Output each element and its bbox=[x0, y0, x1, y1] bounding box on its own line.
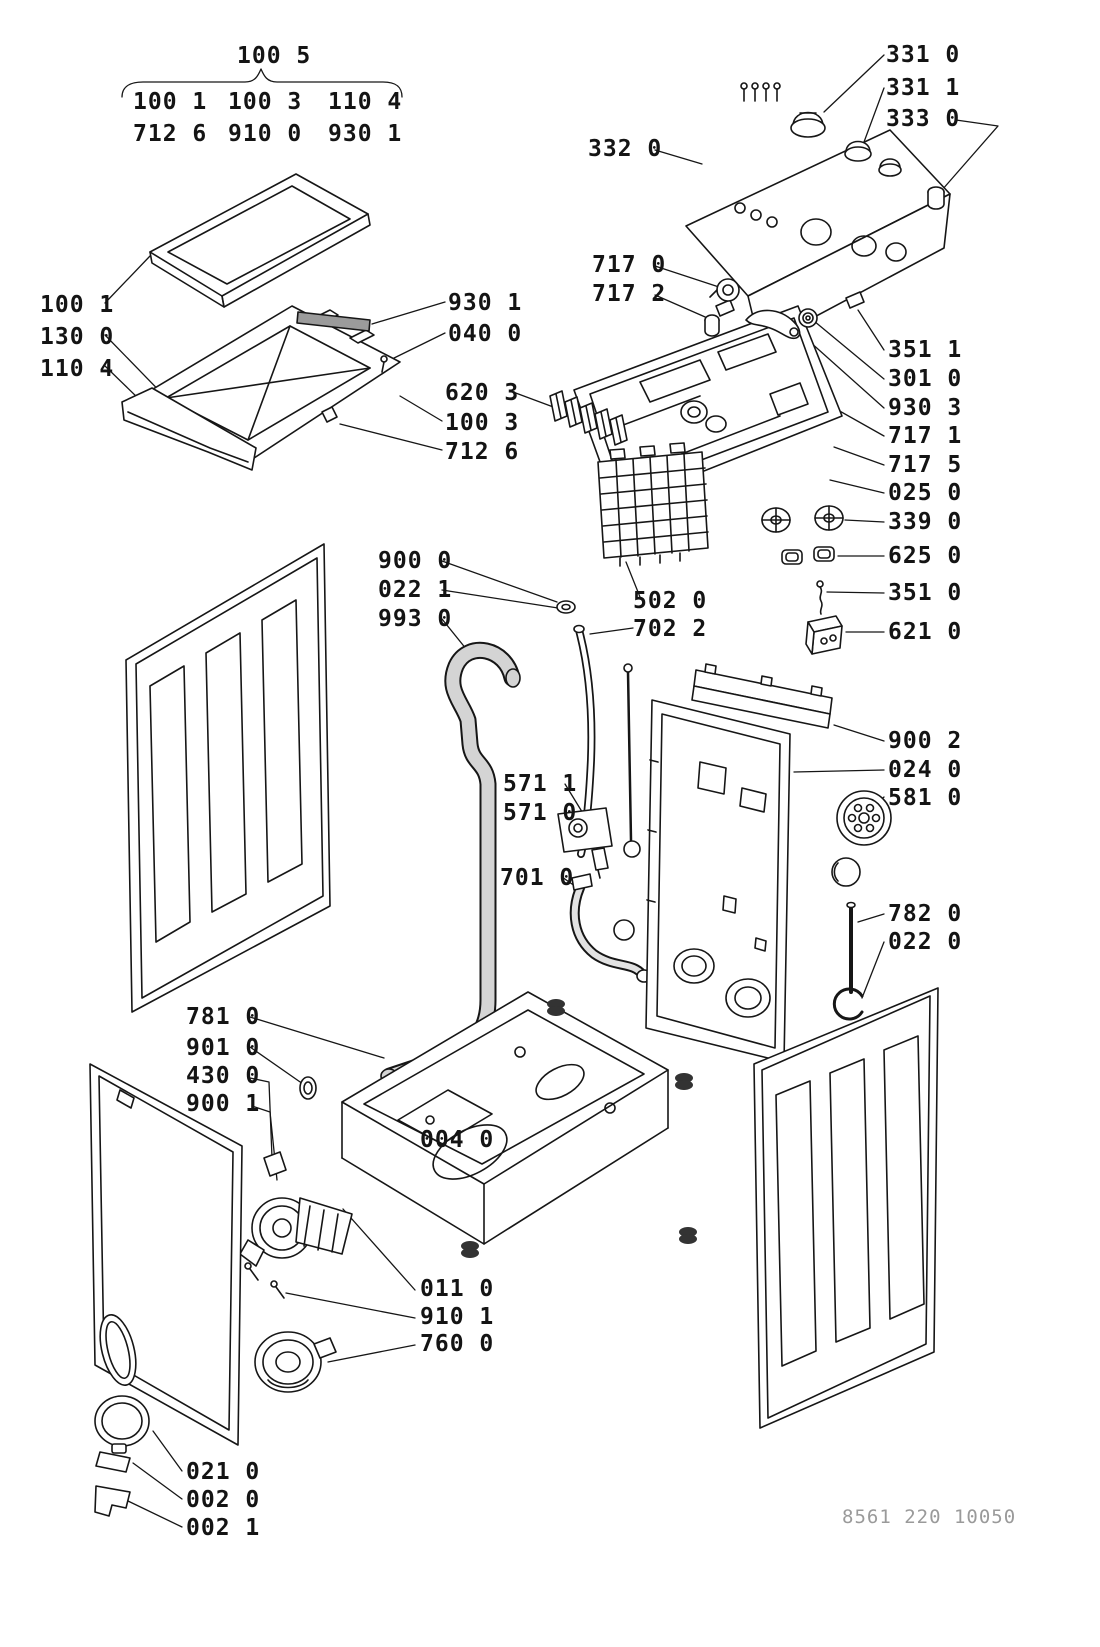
pressure-parts-drawing bbox=[704, 278, 818, 340]
leader-lines bbox=[104, 54, 999, 1528]
button-caps-drawing bbox=[781, 546, 835, 565]
control-panel-drawing bbox=[685, 111, 951, 347]
top-frame-drawing bbox=[121, 305, 401, 471]
switch-block-drawing bbox=[805, 615, 843, 655]
base-frame-drawing bbox=[341, 991, 697, 1258]
spring-pin-drawing bbox=[816, 580, 824, 615]
rear-brace-drawing bbox=[691, 663, 833, 729]
connector-blocks-drawing bbox=[549, 390, 628, 446]
foot-icon bbox=[461, 999, 697, 1258]
panel-screws-drawing bbox=[740, 82, 781, 102]
inlet-hose-drawing bbox=[569, 873, 652, 983]
front-panel-drawing bbox=[89, 1063, 243, 1446]
suspension-rod-drawing bbox=[832, 901, 864, 1021]
circuit-board-drawing bbox=[597, 442, 709, 567]
left-side-panel-drawing bbox=[125, 543, 331, 1013]
pump-drawing bbox=[239, 1076, 353, 1299]
knob-icon bbox=[790, 111, 826, 138]
inlet-valve-drawing bbox=[557, 807, 613, 879]
pulley-discs-drawing bbox=[761, 505, 844, 533]
knob-icon bbox=[844, 140, 872, 162]
motor-cap-drawing bbox=[831, 790, 892, 887]
document-code: 8561 220 10050 bbox=[842, 1506, 1017, 1528]
cap-icon bbox=[927, 186, 945, 210]
fill-parts-drawing bbox=[556, 600, 641, 941]
knob-icon bbox=[878, 158, 902, 177]
rear-panel-drawing bbox=[645, 699, 791, 1063]
filter-cone-drawing bbox=[254, 1331, 337, 1393]
door-ring-drawing bbox=[94, 1395, 150, 1517]
top-lid-drawing bbox=[149, 173, 371, 308]
right-side-panel-drawing bbox=[753, 987, 939, 1429]
